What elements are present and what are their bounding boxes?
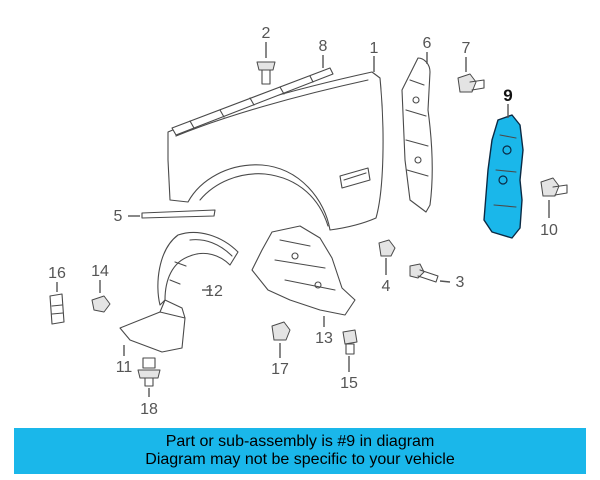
part-label-10[interactable]: 10 — [540, 222, 558, 239]
part-label-17[interactable]: 17 — [271, 361, 289, 378]
clip-part-18 — [137, 357, 161, 387]
nut-part-4 — [378, 239, 396, 257]
bolt-part-10 — [540, 177, 568, 197]
bolt-part-3 — [409, 263, 439, 283]
fender-part-1 — [167, 71, 384, 231]
part-label-8[interactable]: 8 — [319, 38, 328, 55]
liner-part-12 — [157, 231, 239, 306]
part-label-1[interactable]: 1 — [370, 40, 379, 57]
part-label-15[interactable]: 15 — [340, 375, 358, 392]
part-label-16[interactable]: 16 — [48, 265, 66, 282]
clip-part-2 — [256, 61, 276, 85]
banner-line-2: Diagram may not be specific to your vehi… — [145, 451, 455, 468]
part-label-2[interactable]: 2 — [262, 25, 271, 42]
clip-part-14 — [91, 295, 111, 313]
part-label-5[interactable]: 5 — [114, 208, 123, 225]
part-label-13[interactable]: 13 — [315, 330, 333, 347]
part-label-7[interactable]: 7 — [462, 40, 471, 57]
highlighted-part-9[interactable] — [483, 114, 524, 239]
part-label-9[interactable]: 9 — [503, 86, 512, 105]
part-label-4[interactable]: 4 — [382, 278, 391, 295]
part-label-3[interactable]: 3 — [456, 274, 465, 291]
inner-liner-part-13 — [251, 225, 356, 316]
part-label-18[interactable]: 18 — [140, 401, 158, 418]
part-label-14[interactable]: 14 — [91, 263, 109, 280]
screw-part-15 — [342, 329, 358, 355]
bracket-part-6 — [401, 57, 433, 213]
splash-shield-part-11 — [119, 299, 186, 353]
part-label-11[interactable]: 11 — [116, 359, 133, 376]
part-label-12[interactable]: 12 — [205, 283, 223, 300]
banner-line-1: Part or sub-assembly is #9 in diagram — [165, 433, 435, 450]
leader-lines — [56, 42, 550, 397]
clip-part-17 — [271, 321, 291, 341]
part-labels: 2 8 1 6 7 9 10 5 4 3 14 16 12 11 13 17 1… — [48, 25, 558, 418]
clip-part-16 — [49, 293, 65, 325]
part-label-6[interactable]: 6 — [423, 35, 432, 52]
trim-strip-part-5 — [141, 209, 216, 219]
bolt-part-7 — [457, 73, 485, 93]
info-banner: Part or sub-assembly is #9 in diagram Di… — [14, 428, 586, 474]
fender-rail-part-8 — [171, 67, 334, 136]
